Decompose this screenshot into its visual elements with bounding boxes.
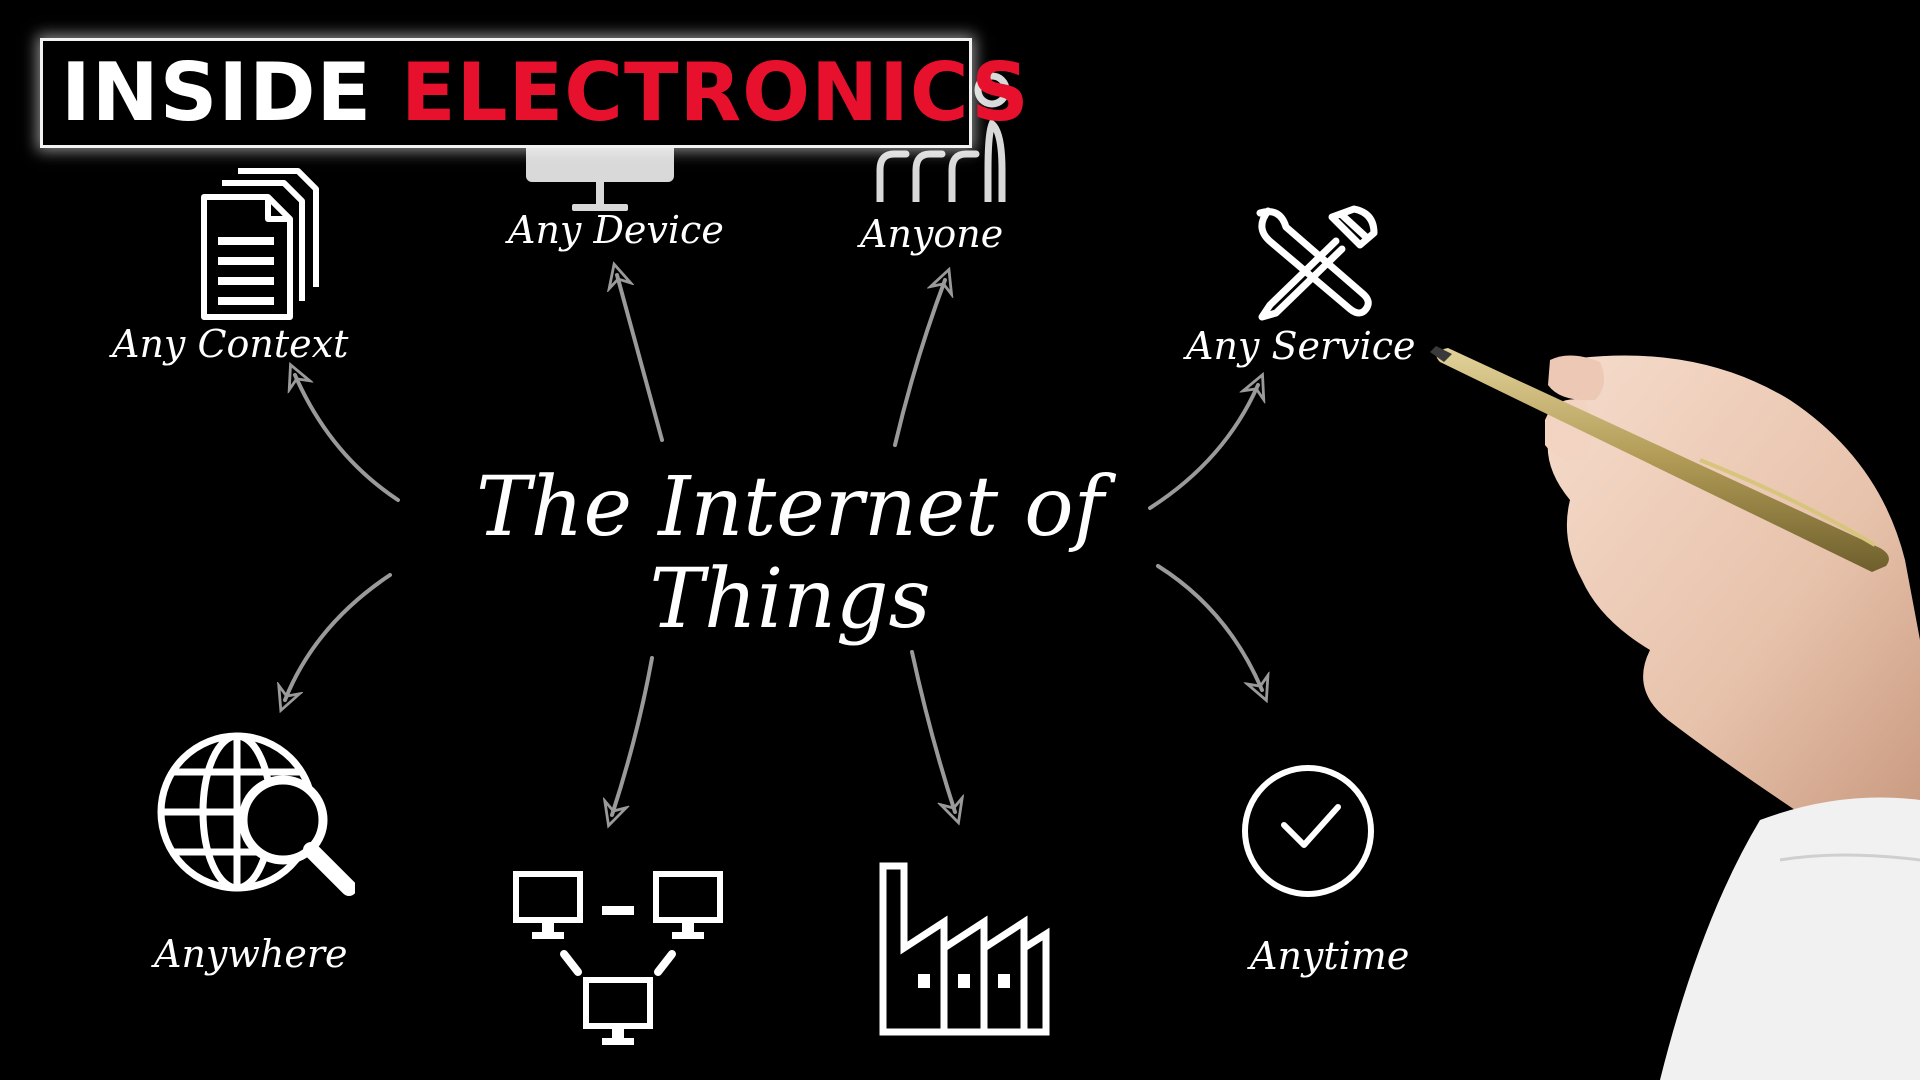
monitor-icon	[526, 140, 674, 211]
arrow-to-any-device	[617, 275, 664, 442]
network-icon	[513, 871, 723, 1045]
documents-icon	[201, 168, 319, 320]
label-any-service: Any Service	[1186, 324, 1416, 368]
title-line-1: The Internet of	[475, 460, 1105, 555]
clock-icon	[1242, 765, 1374, 897]
tools-icon	[1256, 205, 1378, 321]
arrow-to-any-context	[295, 375, 400, 502]
brand-logo-text: INSIDE ELECTRONICS	[61, 53, 1030, 133]
label-any-device: Any Device	[508, 208, 724, 252]
arrow-to-any-service	[1148, 385, 1258, 510]
brand-banner: INSIDE ELECTRONICS	[40, 38, 1029, 148]
label-any-context: Any Context	[112, 322, 349, 366]
arrow-to-network	[612, 656, 654, 815]
brand-word-inside: INSIDE	[61, 46, 373, 139]
globe-search-icon	[157, 732, 355, 896]
factory-icon	[879, 862, 1050, 1036]
arrow-to-anyone	[893, 280, 945, 447]
label-anywhere: Anywhere	[154, 932, 348, 976]
arrow-to-anywhere	[285, 573, 392, 700]
brand-word-electronics: ELECTRONICS	[401, 46, 1030, 139]
central-title: The Internet of Things	[430, 462, 1150, 646]
label-anytime: Anytime	[1250, 934, 1410, 978]
arrow-to-anytime	[1156, 564, 1262, 690]
title-line-2: Things	[649, 552, 931, 647]
people-icon	[876, 72, 1010, 202]
arrow-to-factory	[910, 650, 955, 812]
label-anyone: Anyone	[860, 212, 1004, 256]
